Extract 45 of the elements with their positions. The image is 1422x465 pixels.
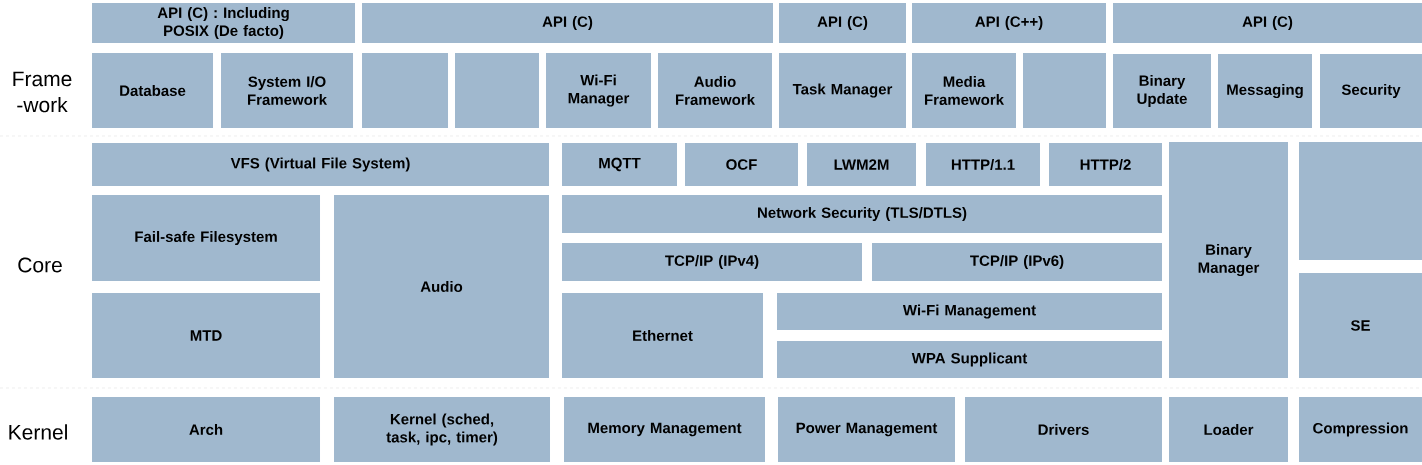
- layer-box: Audio: [334, 195, 549, 378]
- layer-box: MTD: [92, 293, 320, 378]
- blank-box: [1299, 142, 1422, 260]
- layer-box: MQTT: [562, 143, 677, 186]
- layer-box: Binary Manager: [1169, 142, 1288, 378]
- layer-box: API (C) : Including POSIX (De facto): [92, 3, 355, 43]
- blank-box: [362, 53, 448, 128]
- layer-box: Wi-Fi Manager: [546, 53, 651, 128]
- layer-box: Drivers: [965, 397, 1162, 462]
- layer-box: TCP/IP (IPv6): [872, 243, 1162, 281]
- layer-label: Frame -work: [13, 71, 72, 113]
- layer-box: LWM2M: [807, 143, 916, 186]
- layer-box: Power Management: [778, 397, 955, 462]
- layer-box: Ethernet: [562, 293, 763, 378]
- layer-box: API (C++): [912, 3, 1106, 43]
- layer-box: API (C): [362, 3, 773, 43]
- layer-box: Security: [1320, 54, 1422, 128]
- layer-box: Network Security (TLS/DTLS): [562, 195, 1162, 233]
- layer-box: Memory Management: [564, 397, 765, 462]
- blank-box: [455, 53, 539, 128]
- layer-box: Binary Update: [1113, 54, 1211, 128]
- layer-box: Kernel (sched, task, ipc, timer): [334, 397, 550, 462]
- layer-box: HTTP/1.1: [926, 143, 1040, 186]
- layer-box: Fail-safe Filesystem: [92, 195, 320, 281]
- layer-box: WPA Supplicant: [777, 341, 1162, 378]
- layer-label: Core: [18, 257, 62, 273]
- layer-box: API (C): [1113, 3, 1422, 43]
- layer-box: Messaging: [1218, 54, 1312, 128]
- blank-box: [1023, 53, 1106, 128]
- layer-box: API (C): [779, 3, 906, 43]
- layer-box: Audio Framework: [658, 53, 772, 128]
- layer-box: Task Manager: [779, 53, 906, 128]
- layer-box: Arch: [92, 397, 320, 462]
- layer-box: System I/O Framework: [221, 53, 353, 128]
- layer-label: Kernel: [9, 424, 67, 440]
- layer-box: TCP/IP (IPv4): [562, 243, 862, 281]
- layer-box: Loader: [1169, 397, 1288, 462]
- layer-box: VFS (Virtual File System): [92, 143, 549, 186]
- layer-box: Wi-Fi Management: [777, 293, 1162, 330]
- layer-box: Compression: [1299, 397, 1422, 462]
- layer-box: OCF: [685, 143, 798, 186]
- layer-box: HTTP/2: [1049, 143, 1162, 186]
- layer-box: Media Framework: [912, 53, 1016, 128]
- layer-box: SE: [1299, 273, 1422, 378]
- layer-box: Database: [92, 53, 213, 128]
